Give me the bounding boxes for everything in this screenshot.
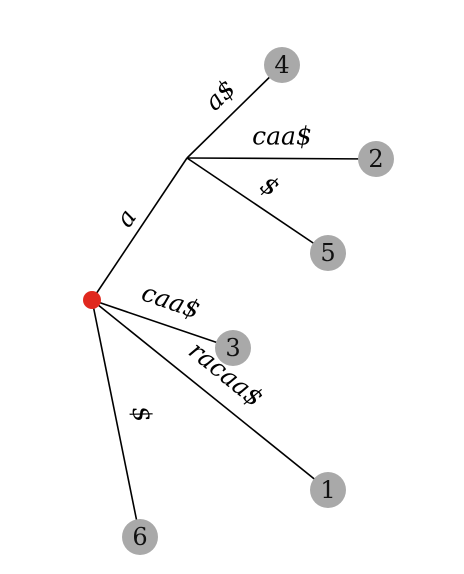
leaf-node-1-label: 1 — [320, 476, 335, 504]
leaf-node-3-circle — [215, 330, 251, 366]
leaf-node-3: 3 — [215, 330, 251, 366]
edge-label-dollar-upper: $ — [255, 170, 284, 203]
edge-label-caa-dollar-upper: caa$ — [252, 122, 312, 151]
leaf-node-6-label: 6 — [132, 523, 147, 551]
edge-label-dollar-lower: $ — [126, 403, 158, 425]
leaf-node-3-label: 3 — [225, 334, 240, 362]
edge-root-to-3 — [91, 299, 234, 349]
leaf-node-6: 6 — [122, 519, 158, 555]
leaf-node-4-circle — [264, 47, 300, 83]
root-node — [83, 291, 101, 309]
leaf-node-4-label: 4 — [274, 51, 289, 79]
leaf-node-2: 2 — [358, 141, 394, 177]
edge-a-to-4 — [186, 64, 283, 159]
leaf-node-5-label: 5 — [320, 239, 335, 267]
leaf-node-2-label: 2 — [368, 145, 383, 173]
edge-label-a-dollar: a$ — [199, 74, 241, 116]
leaf-node-5: 5 — [310, 235, 346, 271]
edge-a-to-2 — [186, 157, 377, 160]
edge-root-to-6 — [91, 299, 141, 538]
edge-label-a: a — [110, 204, 142, 233]
edge-root-to-a — [91, 157, 188, 301]
edge-a-to-5 — [186, 157, 329, 254]
leaf-node-5-circle — [310, 235, 346, 271]
edge-label-caa-dollar-lower: caa$ — [138, 278, 204, 325]
leaf-node-1: 1 — [310, 472, 346, 508]
leaf-node-1-circle — [310, 472, 346, 508]
edge-root-to-1 — [91, 299, 329, 491]
leaf-node-4: 4 — [264, 47, 300, 83]
leaf-node-6-circle — [122, 519, 158, 555]
leaf-node-2-circle — [358, 141, 394, 177]
